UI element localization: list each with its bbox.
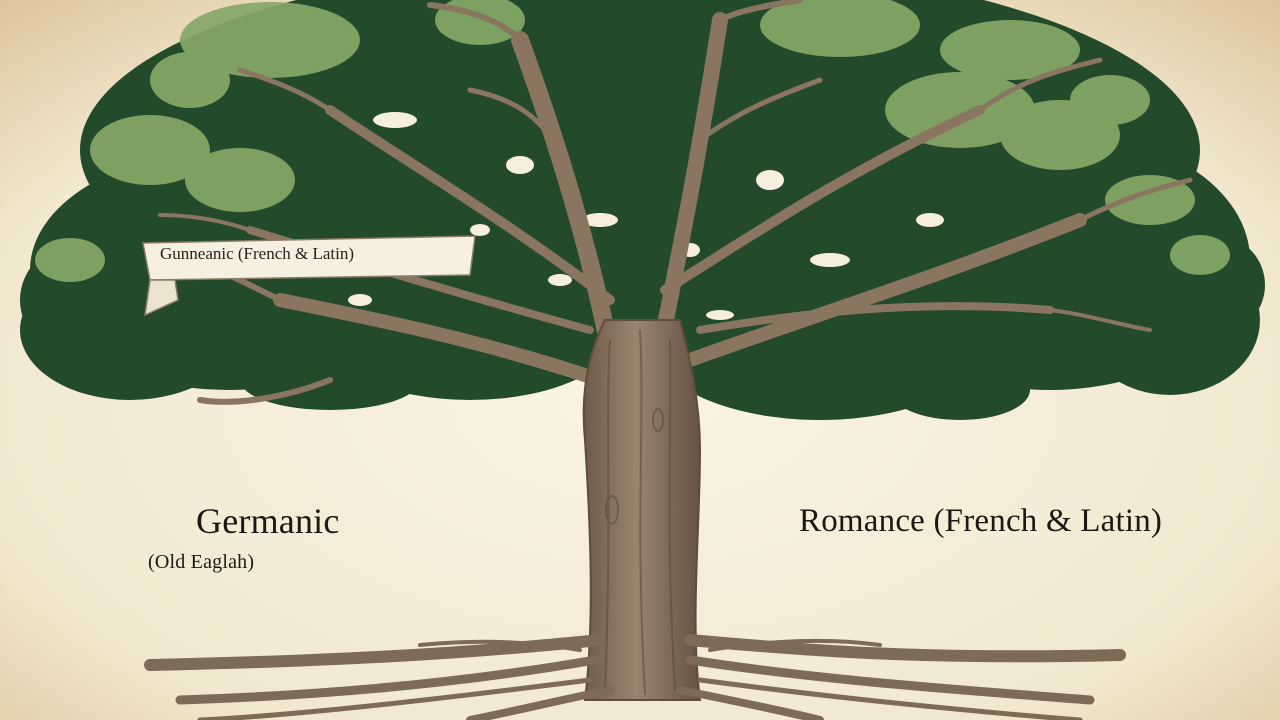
canopy-gaps (348, 112, 944, 320)
branches (158, 0, 1193, 405)
germanic-sublabel: (Old Eaglah) (148, 551, 255, 573)
germanic-label: Germanic (196, 501, 340, 541)
ribbon-banner (142, 235, 476, 317)
bark-texture (604, 329, 676, 696)
banner-label: Gunneanic (French & Latin) (160, 244, 355, 263)
romance-label: Romance (French & Latin) (799, 503, 1163, 539)
canopy-highlights (35, 0, 1230, 282)
roots (144, 634, 1126, 720)
